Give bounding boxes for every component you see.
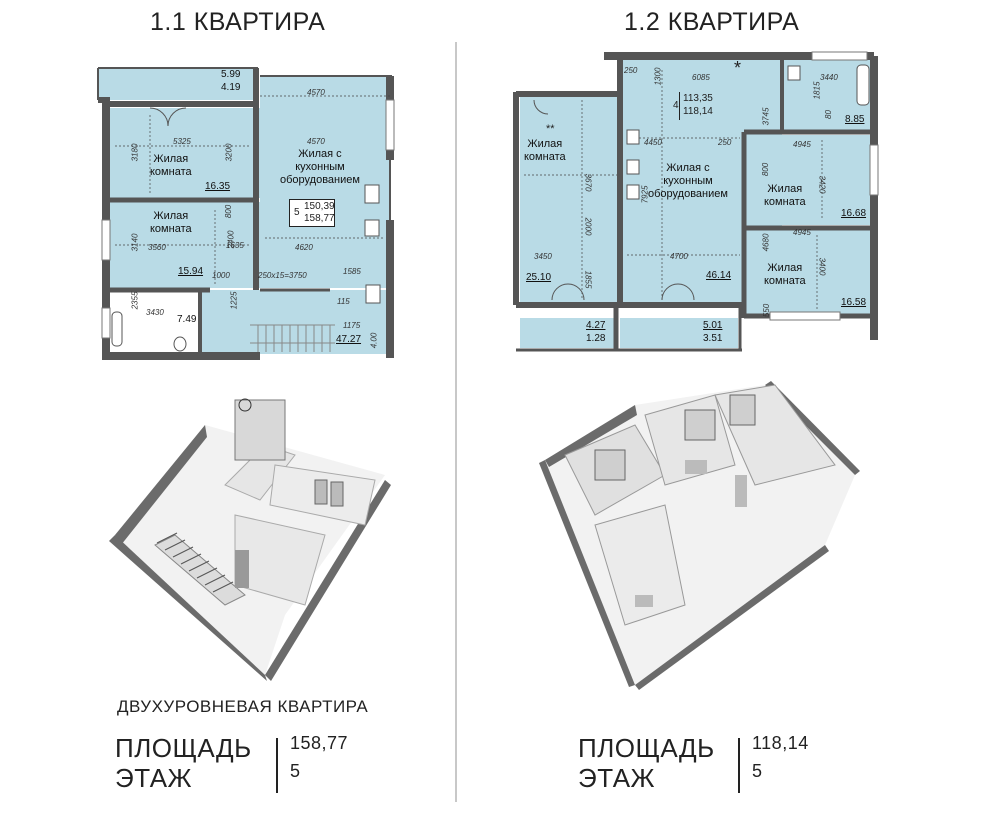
apartment2-floor-value: 5: [752, 761, 763, 781]
dim-label: 4.00: [369, 332, 379, 349]
room-area: 15.94: [178, 266, 204, 277]
dim-label: 6085: [692, 73, 710, 82]
info-area-2: 118,14: [683, 106, 713, 117]
isometric-view-2: [539, 381, 860, 690]
stairs-label: 250x15=3750: [258, 271, 307, 280]
apartment1-floor-value: 5: [290, 761, 301, 781]
dim-label: 80: [823, 110, 833, 119]
dim-label: 1585: [343, 267, 361, 276]
room-name: Жилая с кухонным оборудованием: [280, 148, 360, 186]
apartment1-area-label: ПЛОЩАДЬ: [115, 733, 252, 763]
info-area-1: 113,35: [683, 93, 713, 104]
apartment1-floor-label: ЭТАЖ: [115, 763, 193, 793]
room-area: 25.10: [526, 272, 552, 283]
balcony-area: 1.28: [586, 333, 606, 344]
balcony-area: 4.27: [586, 320, 606, 331]
dim-label: 2355: [130, 291, 140, 310]
room-area: 16.58: [841, 297, 867, 308]
dim-label: 550: [762, 303, 772, 318]
room-area: 16.35: [205, 181, 231, 192]
dim-label: 1000: [212, 271, 230, 280]
isometric-view-1: [109, 398, 391, 681]
apartment1-info-box: 5 150,39 158,77: [289, 199, 335, 227]
dim-label: 1815: [812, 81, 822, 100]
balcony-area: 5.01: [703, 320, 723, 331]
dim-label: 3400: [817, 257, 827, 276]
dim-label: 1225: [229, 291, 239, 310]
dim-label: 1855: [583, 270, 593, 289]
dim-label: 1300: [653, 67, 663, 86]
dim-label: 3670: [583, 173, 593, 192]
apartment2-area-label: ПЛОЩАДЬ: [578, 733, 715, 763]
dim-label: 3430: [146, 308, 164, 317]
dim-label: 800: [761, 162, 771, 177]
dim-label: 4570: [307, 88, 325, 97]
info-area-2: 158,77: [304, 213, 335, 224]
column-divider: [455, 42, 457, 802]
star-mark: *: [734, 58, 742, 78]
apartment2-title: 1.2 КВАРТИРА: [624, 8, 800, 36]
apartment2-area-value: 118,14: [752, 733, 809, 753]
info-rooms: 4: [673, 100, 679, 111]
apartment1-separator: [276, 738, 278, 793]
dim-label: 4570: [307, 137, 325, 146]
dim-label: 250: [624, 66, 638, 75]
dim-label: 4945: [793, 140, 811, 149]
info-divider: [679, 92, 680, 120]
bath-area: 7.49: [177, 314, 197, 325]
dim-label: 3560: [148, 243, 166, 252]
room-area: 46.14: [706, 270, 732, 281]
dim-label: 4450: [644, 138, 662, 147]
dim-label: 3180: [130, 143, 140, 162]
room-area: 47.27: [336, 334, 362, 345]
star-mark: **: [546, 123, 555, 135]
room-name: Жилая комната: [524, 138, 566, 163]
dim-label: 4620: [295, 243, 313, 252]
dim-label: 3745: [761, 107, 771, 126]
room-name: Жилая комната: [150, 210, 192, 235]
room-name: Жилая комната: [150, 153, 192, 178]
dim-label: 1635: [226, 241, 244, 250]
dim-label: 1175: [343, 321, 361, 330]
apartment1-subtitle: ДВУХУРОВНЕВАЯ КВАРТИРА: [117, 697, 369, 716]
dim-label: 3200: [224, 143, 234, 162]
room-name: Жилая с кухонным оборудованием: [648, 162, 728, 200]
apartment2-separator: [738, 738, 740, 793]
apartment1-title: 1.1 КВАРТИРА: [150, 8, 326, 36]
balcony-area-bottom: 4.19: [221, 82, 241, 93]
apartment1-area-value: 158,77: [290, 733, 349, 753]
floor-plan-2: [513, 51, 879, 352]
room-area: 16.68: [841, 208, 867, 219]
floor-plan-1: [97, 67, 395, 360]
dim-label: 3450: [534, 252, 552, 261]
dim-label: 4700: [670, 252, 688, 261]
dim-label: 5325: [173, 137, 191, 146]
info-area-1: 150,39: [304, 201, 335, 212]
dim-label: 3440: [820, 73, 838, 82]
apartment2-floor-label: ЭТАЖ: [578, 763, 656, 793]
apartment2-info-box: 4 113,35 118,14: [665, 92, 723, 120]
dim-label: 115: [337, 297, 350, 306]
dim-label: 3420: [817, 175, 827, 194]
dim-label: 250: [718, 138, 732, 147]
dim-label: 3140: [130, 233, 140, 252]
bath-area: 8.85: [845, 114, 865, 125]
dim-label: 4680: [761, 233, 771, 252]
room-name: Жилая комната: [764, 183, 806, 208]
dim-label: 2000: [583, 217, 593, 236]
room-name: Жилая комната: [764, 262, 806, 287]
balcony-area-top: 5.99: [221, 69, 241, 80]
dim-label: 800: [224, 204, 234, 219]
balcony-area: 3.51: [703, 333, 723, 344]
dim-label: 4945: [793, 228, 811, 237]
info-rooms: 5: [294, 207, 300, 218]
